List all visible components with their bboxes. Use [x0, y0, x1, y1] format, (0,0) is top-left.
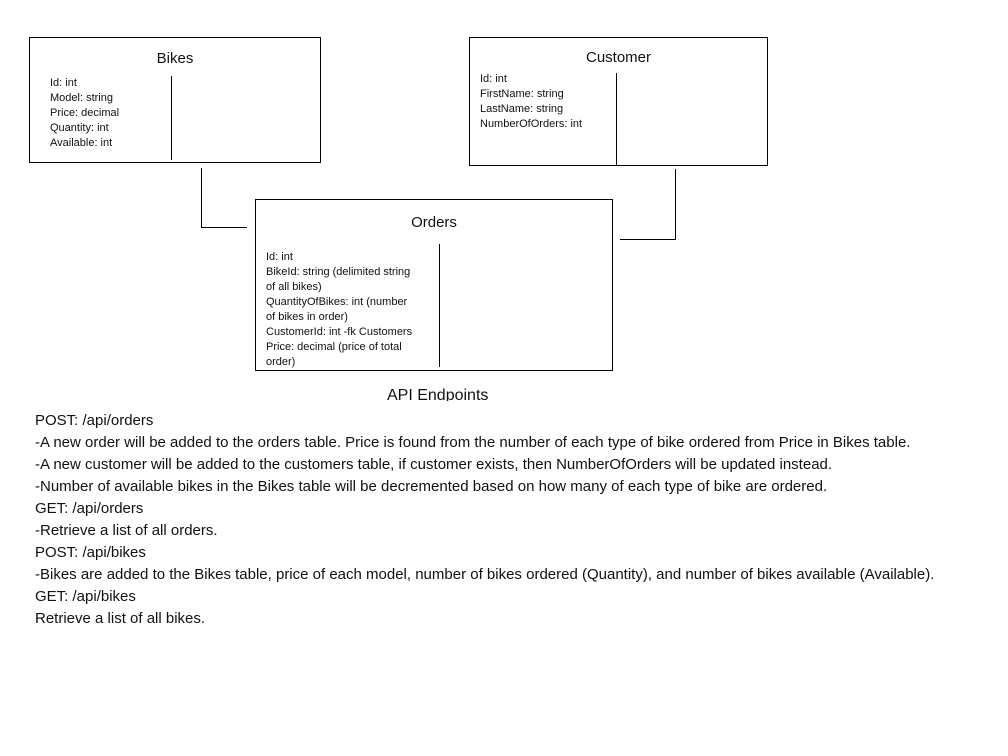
bikes-column-divider: [171, 76, 172, 160]
orders-field: BikeId: string (delimited string: [266, 266, 411, 278]
orders-field: QuantityOfBikes: int (number: [266, 296, 408, 308]
customer-table-title: Customer: [585, 49, 652, 66]
bikes-field: Price: decimal: [50, 107, 120, 119]
bikes-table: Bikes Id: int Model: string Price: decim…: [29, 37, 321, 163]
customer-table: Customer Id: int FirstName: string LastN…: [469, 37, 768, 166]
api-line: GET: /api/bikes: [35, 588, 136, 605]
bikes-orders-connector-horizontal: [201, 227, 247, 228]
customer-orders-connector-horizontal: [620, 239, 676, 240]
api-line: GET: /api/orders: [35, 500, 144, 517]
bikes-table-title: Bikes: [156, 50, 194, 67]
orders-field-list: Id: int BikeId: string (delimited string…: [266, 250, 412, 370]
orders-field: of bikes in order): [266, 311, 348, 323]
customer-field: FirstName: string: [480, 88, 564, 100]
api-line: -Bikes are added to the Bikes table, pri…: [35, 566, 935, 583]
api-line: -Number of available bikes in the Bikes …: [35, 478, 828, 495]
orders-table-title: Orders: [411, 214, 457, 231]
customer-column-divider: [616, 73, 617, 166]
orders-table: Orders Id: int BikeId: string (delimited…: [255, 199, 613, 371]
orders-field: Price: decimal (price of total: [266, 341, 402, 353]
customer-field-list: Id: int FirstName: string LastName: stri…: [480, 72, 582, 132]
orders-field: CustomerId: int -fk Customers: [266, 326, 413, 338]
orders-field: order): [266, 356, 296, 368]
bikes-field: Available: int: [50, 137, 113, 149]
customer-orders-connector-vertical: [675, 169, 676, 240]
api-endpoints-list: POST: /api/orders -A new order will be a…: [35, 410, 934, 630]
api-line: POST: /api/orders: [35, 412, 154, 429]
orders-field: of all bikes): [266, 281, 322, 293]
customer-field: NumberOfOrders: int: [480, 118, 583, 130]
customer-field: Id: int: [480, 73, 507, 85]
bikes-field: Quantity: int: [50, 122, 109, 134]
api-line: -Retrieve a list of all orders.: [35, 522, 218, 539]
orders-column-divider: [439, 244, 440, 367]
bikes-field: Model: string: [50, 92, 113, 104]
api-line: Retrieve a list of all bikes.: [35, 610, 206, 627]
bikes-orders-connector-vertical: [201, 168, 202, 228]
api-line: -A new customer will be added to the cus…: [35, 456, 833, 473]
api-line: POST: /api/bikes: [35, 544, 146, 561]
orders-field: Id: int: [266, 251, 293, 263]
bikes-field: Id: int: [50, 77, 77, 89]
api-endpoints-title: API Endpoints: [387, 387, 489, 401]
customer-field: LastName: string: [480, 103, 564, 115]
api-line: -A new order will be added to the orders…: [35, 434, 911, 451]
bikes-field-list: Id: int Model: string Price: decimal Qua…: [50, 76, 119, 151]
